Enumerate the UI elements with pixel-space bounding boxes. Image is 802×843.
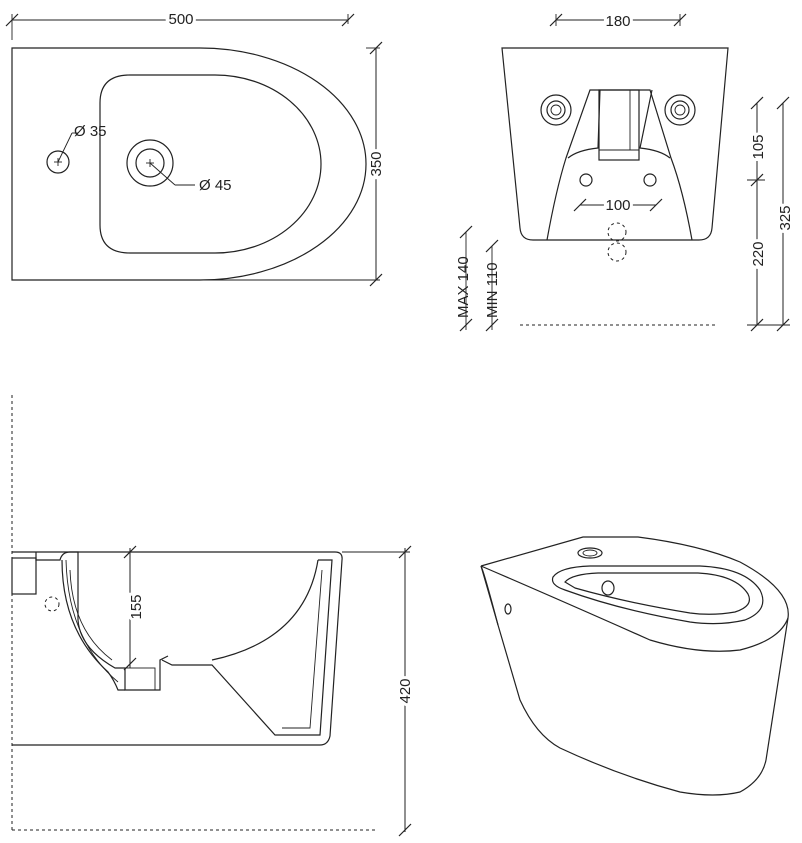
perspective-top-front (480, 565, 789, 652)
perspective-tap-hole (577, 547, 603, 559)
max-label: MAX 140 (455, 256, 472, 318)
side-inner-wall (161, 559, 333, 736)
bracket-spacing-dimension: 180 (549, 10, 687, 33)
perspective-side-hole (504, 603, 512, 615)
perspective-left-side (480, 565, 767, 796)
drain-label: Ø 45 (199, 177, 232, 194)
right-bolt-hole (643, 173, 657, 187)
side-section-view: 155 420 (11, 395, 417, 837)
top-view: 500 Ø 35 Ø 45 (5, 8, 388, 287)
lower-height-label: 220 (750, 241, 767, 266)
right-fixing-bracket (664, 94, 696, 126)
upper-height-label: 105 (750, 134, 767, 159)
rear-recess-inner (567, 89, 671, 159)
perspective-view (480, 536, 789, 796)
perspective-drain (601, 580, 615, 596)
max-min-dimensions: MAX 140 MIN 110 (455, 225, 501, 332)
width-label: 500 (168, 11, 193, 28)
overall-height-dimension: 420 (342, 545, 417, 837)
perspective-bowl-inner (564, 572, 751, 615)
perspective-left-face (480, 565, 499, 626)
perspective-bowl-rim (551, 565, 764, 625)
left-bolt-hole (579, 173, 593, 187)
bolt-spacing-dimension: 100 (573, 194, 663, 217)
bowl-depth-dimension: 155 (123, 545, 148, 671)
side-rim-channel (35, 551, 169, 691)
drain-hole: Ø 45 (126, 139, 232, 194)
rear-view: 180 100 (455, 10, 797, 332)
bracket-spacing-label: 180 (605, 13, 630, 30)
rear-body-outline (501, 47, 729, 241)
width-dimension: 500 (5, 8, 355, 40)
total-height-label: 325 (777, 205, 794, 230)
left-fixing-bracket (540, 94, 572, 126)
waste-pipe-upper (607, 222, 627, 242)
overall-height-label: 420 (397, 678, 414, 703)
wall-bracket (11, 557, 37, 595)
tap-hole: Ø 35 (46, 123, 107, 174)
bidet-top-outline (11, 47, 367, 281)
bowl-depth-label: 155 (128, 594, 145, 619)
depth-dimension: 350 (200, 41, 388, 287)
depth-label: 350 (368, 151, 385, 176)
perspective-back-edge (480, 536, 789, 761)
side-body-outline (12, 551, 343, 746)
rear-waste-slot (598, 89, 640, 161)
bolt-spacing-label: 100 (605, 197, 630, 214)
waste-pipe-lower (607, 242, 627, 262)
side-inlet-hole (44, 596, 60, 612)
height-dimensions: 105 220 325 (747, 96, 797, 332)
rear-recess (546, 89, 693, 241)
min-label: MIN 110 (484, 262, 501, 318)
bowl-outline (99, 74, 322, 254)
tap-hole-label: Ø 35 (74, 123, 107, 140)
